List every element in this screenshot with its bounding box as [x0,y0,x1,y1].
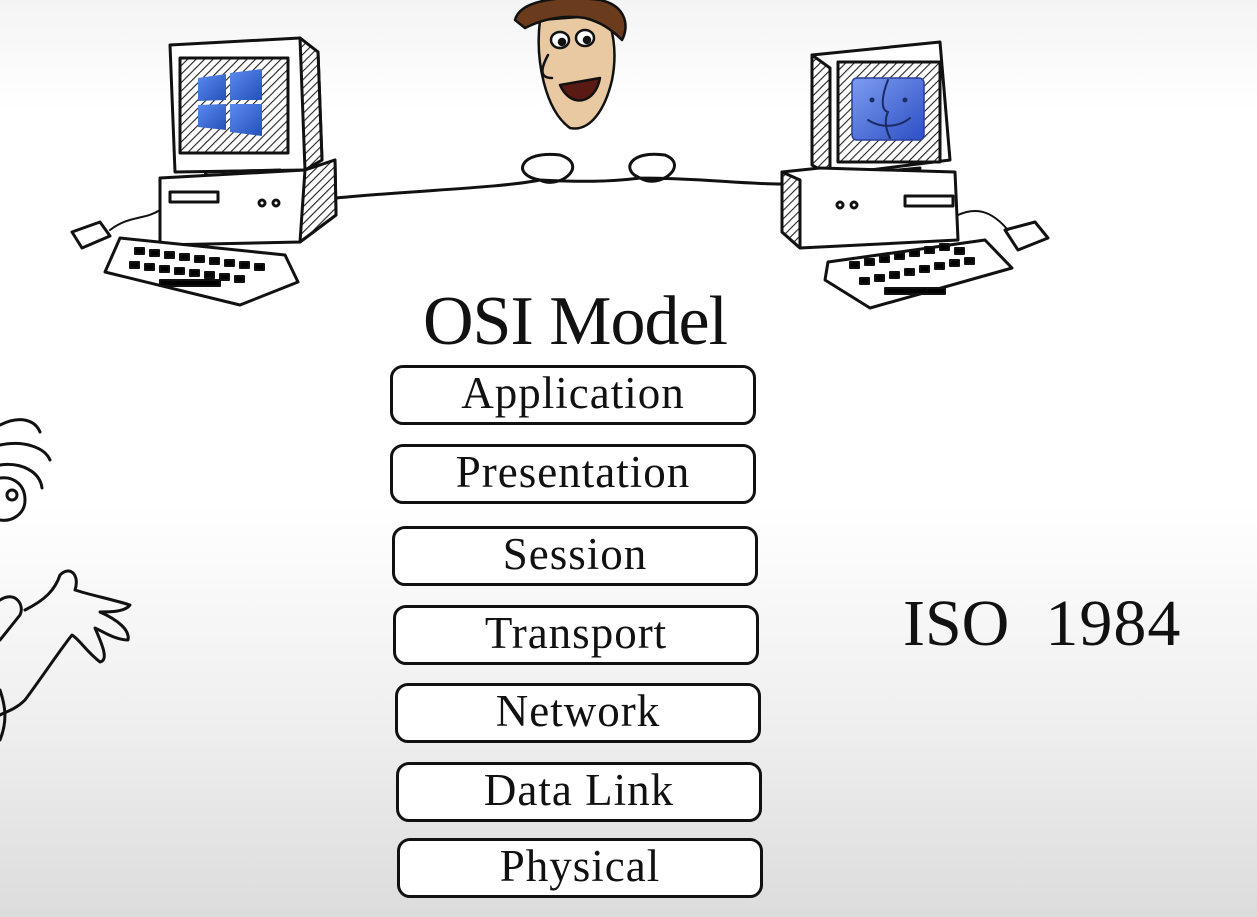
iso-standard-label: ISO 1984 [903,586,1181,662]
layer-physical[interactable]: Physical [397,838,763,898]
layer-data-link[interactable]: Data Link [396,762,762,822]
left-computer-icon [70,36,338,307]
layer-transport[interactable]: Transport [393,605,759,665]
cartoon-shrugging-person-icon [0,418,132,742]
page-title: OSI Model [422,283,728,360]
iso-year: 1984 [1045,587,1182,660]
windows-logo-icon [198,69,262,136]
mac-finder-icon [851,77,925,141]
iso-org: ISO [903,587,1010,660]
layer-application[interactable]: Application [390,365,756,425]
layer-label: Physical [499,840,661,891]
layer-label: Session [502,528,648,579]
cartoon-face-icon [513,0,627,130]
layer-label: Application [461,367,685,418]
layer-label: Network [495,685,661,736]
right-computer-icon [780,40,1050,310]
layer-presentation[interactable]: Presentation [390,444,756,504]
layer-network[interactable]: Network [395,683,761,743]
layer-session[interactable]: Session [392,526,758,586]
layer-label: Presentation [455,446,691,497]
network-cable [335,152,783,200]
layer-label: Data Link [483,764,675,815]
layer-label: Transport [484,607,668,658]
